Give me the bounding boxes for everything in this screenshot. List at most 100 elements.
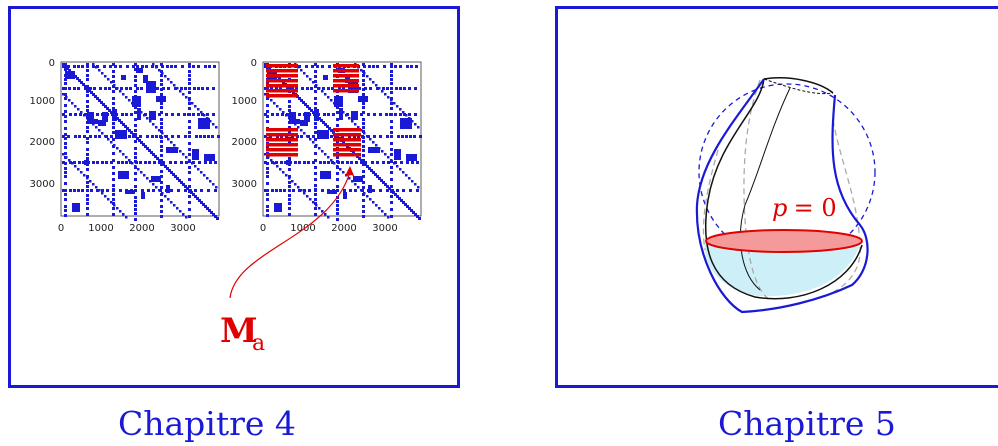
nonzero-entry (134, 140, 137, 143)
nonzero-entry (370, 169, 373, 172)
nonzero-entry (119, 189, 122, 192)
nonzero-entry (399, 108, 402, 111)
nonzero-entry (314, 166, 317, 169)
nonzero-entry (152, 123, 155, 126)
nonzero-entry (314, 85, 317, 88)
nonzero-entry (416, 161, 419, 164)
nonzero-entry (331, 161, 334, 164)
nonzero-entry (276, 165, 279, 168)
nonzero-entry (310, 109, 313, 112)
nonzero-entry (405, 174, 408, 177)
nonzero-entry (206, 113, 209, 116)
nonzero-entry (303, 72, 306, 75)
nonzero-entry (128, 159, 131, 162)
nonzero-entry (337, 161, 340, 164)
nonzero-entry (101, 189, 104, 192)
nonzero-entry (151, 135, 154, 138)
nonzero-entry (275, 161, 278, 164)
nonzero-entry (275, 189, 278, 192)
nonzero-entry (188, 99, 191, 102)
nonzero-entry (352, 151, 355, 154)
nonzero-entry (170, 189, 173, 192)
nonzero-entry (86, 94, 89, 97)
nonzero-entry (318, 207, 321, 210)
nonzero-entry (373, 113, 376, 116)
nonzero-entry (171, 135, 174, 138)
nonzero-entry (64, 152, 67, 155)
nonzero-entry (134, 63, 137, 66)
nonzero-entry (364, 161, 367, 164)
nonzero-entry (382, 87, 385, 90)
right-matrix-y-ticks: 0 1000 2000 3000 (232, 58, 257, 190)
nonzero-entry (214, 215, 217, 218)
nonzero-entry (160, 186, 163, 189)
nonzero-entry (142, 143, 145, 146)
nonzero-entry (316, 65, 319, 68)
nonzero-entry (93, 87, 96, 90)
nonzero-entry (209, 120, 212, 123)
nonzero-entry (362, 79, 365, 82)
nonzero-entry (266, 87, 269, 90)
nonzero-entry (200, 201, 203, 204)
nonzero-entry (288, 105, 291, 108)
nonzero-entry (134, 204, 137, 207)
nonzero-entry (321, 65, 324, 68)
tick-label: 3000 (232, 179, 257, 190)
nonzero-entry (208, 209, 211, 212)
nonzero-entry (86, 202, 89, 205)
nonzero-entry (134, 218, 137, 221)
nonzero-entry (78, 135, 81, 138)
nonzero-entry (314, 80, 317, 83)
nonzero-entry (282, 111, 285, 114)
pressure-label-eq: = 0 (786, 194, 837, 222)
nonzero-entry (288, 175, 291, 178)
nonzero-entry (321, 210, 324, 213)
nonzero-entry (266, 133, 298, 137)
nonzero-entry (112, 166, 115, 169)
nonzero-entry (314, 70, 317, 73)
nonzero-entry (371, 161, 374, 164)
nonzero-entry (300, 69, 303, 72)
tick-label: 2000 (129, 223, 154, 234)
surface-rim (763, 77, 834, 94)
nonzero-entry (212, 113, 215, 116)
nonzero-entry (64, 65, 67, 68)
nonzero-entry (387, 96, 390, 99)
nonzero-entry (312, 111, 315, 114)
nonzero-entry (266, 148, 298, 152)
nonzero-entry (362, 159, 365, 162)
nonzero-entry (134, 156, 137, 159)
nonzero-entry (64, 175, 67, 178)
nonzero-entry (311, 65, 314, 68)
nonzero-entry (314, 109, 319, 121)
nonzero-entry (120, 121, 123, 124)
nonzero-entry (134, 90, 137, 93)
nonzero-entry (362, 210, 365, 213)
nonzero-entry (154, 155, 157, 158)
nonzero-entry (288, 141, 291, 144)
nonzero-entry (180, 181, 183, 184)
nonzero-entry (134, 129, 137, 132)
caption-chapter5: Chapitre 5 (718, 404, 896, 443)
nonzero-entry (96, 161, 99, 164)
nonzero-entry (112, 138, 115, 141)
nonzero-entry (286, 160, 291, 165)
nonzero-entry (408, 87, 411, 90)
nonzero-entry (129, 161, 132, 164)
nonzero-entry (266, 138, 298, 142)
nonzero-entry (399, 87, 402, 90)
nonzero-entry (112, 63, 115, 66)
nonzero-entry (405, 135, 408, 138)
nonzero-entry (160, 83, 163, 86)
nonzero-entry (132, 133, 135, 136)
nonzero-entry (336, 106, 339, 109)
nonzero-entry (134, 166, 137, 169)
nonzero-entry (401, 135, 404, 138)
nonzero-entry (341, 161, 344, 164)
nonzero-entry (327, 113, 330, 116)
nonzero-entry (118, 171, 129, 179)
matrix-label-subscript: a (252, 331, 265, 356)
nonzero-entry (194, 105, 197, 108)
nonzero-entry (379, 113, 382, 116)
